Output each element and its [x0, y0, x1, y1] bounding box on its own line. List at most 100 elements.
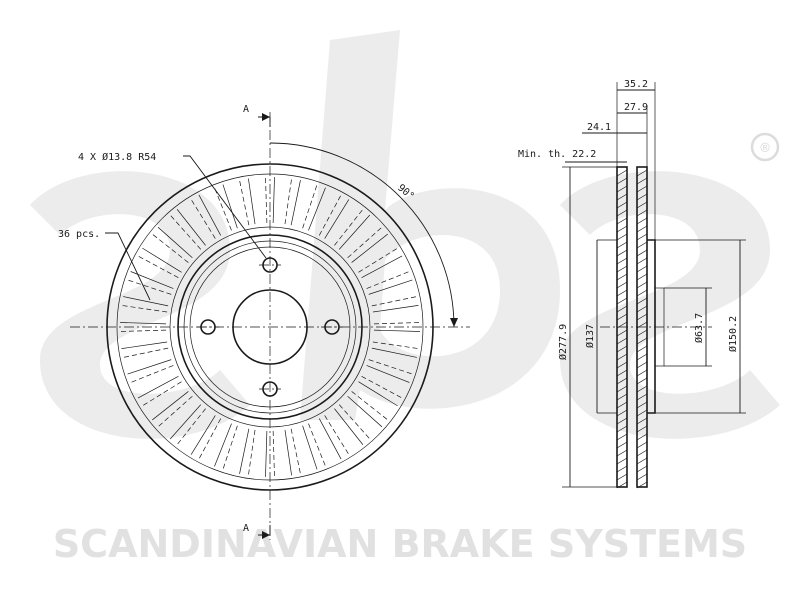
hatch-line — [616, 281, 628, 289]
hatch-line — [636, 249, 648, 257]
dim-center-bore: Ø63.7 — [693, 313, 705, 343]
vent-line — [373, 322, 420, 325]
hatch-line — [616, 441, 628, 449]
vent-line — [120, 322, 167, 325]
vent-line — [248, 178, 256, 225]
hatch-line — [636, 313, 648, 321]
vent-line — [265, 430, 268, 477]
vent-line — [308, 187, 326, 231]
vent-line — [137, 375, 179, 399]
hatch-line — [616, 417, 628, 425]
hatch-line — [616, 481, 628, 489]
hatch-line — [636, 233, 648, 241]
vent-line — [366, 365, 410, 383]
hatch-line — [636, 377, 648, 385]
hatch-line — [636, 369, 648, 377]
hatch-line — [636, 265, 648, 273]
hatch-line — [636, 385, 648, 393]
hatch-line — [616, 225, 628, 233]
hatch-line — [636, 257, 648, 265]
min-thickness-label: Min. th. 22.2 — [518, 149, 596, 160]
dim-pitch-diameter: Ø137 — [584, 324, 596, 348]
hatch-line — [616, 385, 628, 393]
hatch-line — [616, 257, 628, 265]
vent-line — [361, 255, 403, 279]
vent-line — [347, 395, 383, 428]
vent-line — [127, 359, 172, 375]
hatch-line — [616, 401, 628, 409]
angle-arc — [269, 142, 455, 328]
hatch-line — [636, 305, 648, 313]
hatch-line — [636, 217, 648, 225]
hatch-line — [616, 329, 628, 337]
vents-leader — [105, 232, 151, 301]
vent-line — [222, 184, 238, 229]
vent-line — [358, 381, 398, 407]
hatch-line — [636, 241, 648, 249]
hatch-line — [616, 353, 628, 361]
vent-line — [142, 247, 182, 273]
hatch-line — [616, 337, 628, 345]
vent-line — [265, 177, 268, 224]
hatch-line — [636, 177, 648, 185]
hatch-line — [616, 465, 628, 473]
vent-line — [214, 423, 232, 467]
hatch-line — [616, 217, 628, 225]
vent-line — [123, 347, 169, 358]
hatch-line — [616, 289, 628, 297]
vent-line — [372, 305, 419, 313]
dim-disc-thickness: 24.1 — [587, 122, 611, 133]
vent-line — [169, 404, 202, 440]
vent-line — [338, 214, 371, 250]
section-arrow-top — [262, 113, 270, 121]
hatch-line — [616, 297, 628, 305]
vent-line — [272, 430, 275, 477]
vent-line — [121, 341, 168, 349]
vent-line — [290, 428, 301, 474]
vents-note: 36 pcs. — [58, 229, 100, 240]
hatch-line — [616, 305, 628, 313]
dim-hat-height: 27.9 — [624, 102, 648, 113]
vent-line — [176, 209, 206, 246]
hatch-line — [616, 241, 628, 249]
hatch-line — [636, 473, 648, 481]
section-label-bottom: A — [243, 523, 249, 534]
hatch-line — [616, 273, 628, 281]
front-view: A A 90° 4 X Ø13.8 R54 36 pcs. — [58, 104, 470, 540]
hatch-line — [616, 169, 628, 177]
cooling-vents — [120, 177, 420, 477]
hatch-line — [636, 337, 648, 345]
hatch-line — [616, 393, 628, 401]
hatch-line — [636, 345, 648, 353]
holes-leader — [183, 155, 267, 259]
hatch-line — [636, 417, 648, 425]
vent-line — [290, 180, 301, 226]
hatch-line — [636, 481, 648, 489]
dim-outer-diameter: Ø277.9 — [557, 324, 569, 360]
hatch-line — [636, 273, 648, 281]
hatch-line — [636, 457, 648, 465]
brand-name: SCANDINAVIAN BRAKE SYSTEMS — [53, 522, 747, 566]
vent-line — [123, 296, 169, 307]
hatch-line — [616, 433, 628, 441]
hatch-line — [636, 193, 648, 201]
vent-line — [334, 408, 364, 445]
hatch-line — [636, 329, 648, 337]
hatch-line — [616, 457, 628, 465]
holes-note: 4 X Ø13.8 R54 — [78, 151, 156, 163]
hatch-line — [636, 169, 648, 177]
hatch-line — [616, 473, 628, 481]
vent-line — [198, 194, 222, 236]
hatch-line — [616, 177, 628, 185]
hatch-line — [636, 281, 648, 289]
vent-line — [157, 226, 193, 259]
section-label-top: A — [243, 104, 249, 115]
hatch-line — [636, 361, 648, 369]
vent-line — [373, 329, 420, 332]
vent-line — [239, 180, 250, 226]
hatch-line — [616, 425, 628, 433]
vent-line — [371, 347, 417, 358]
vent-line — [284, 178, 292, 225]
hatch-line — [616, 313, 628, 321]
